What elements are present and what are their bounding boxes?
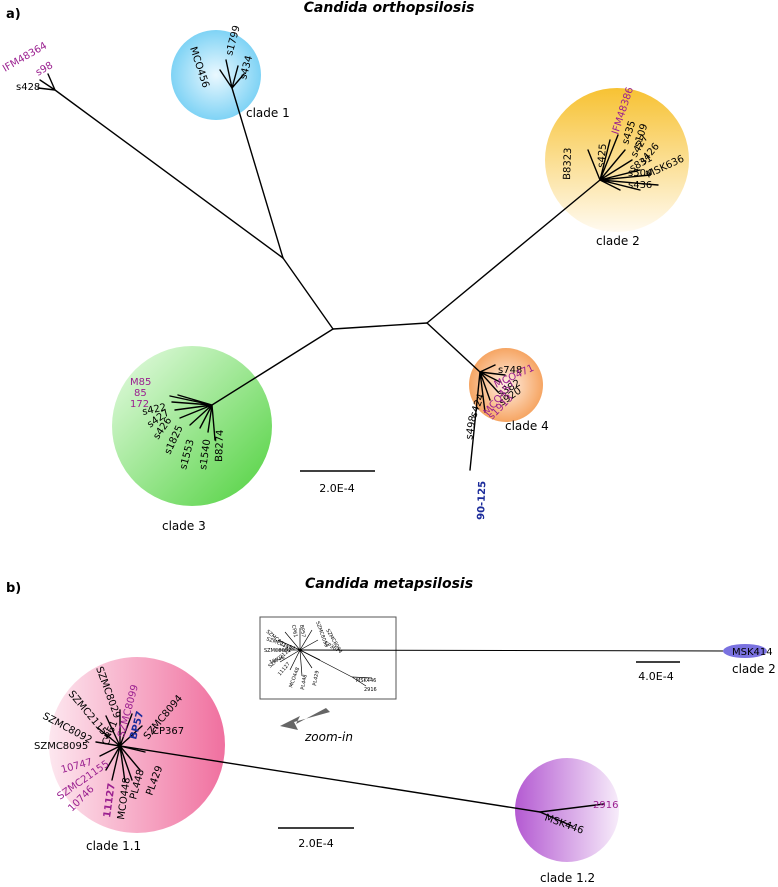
taxon-s428: s428 [16,82,40,93]
taxon-85: 85 [134,388,147,399]
taxon-s425: s425 [596,143,609,168]
taxon-90-125: 90-125 [476,481,488,520]
clade-1-1-circle [49,657,225,833]
taxon-m85: M85 [130,377,151,388]
clade-2b-label: clade 2 [732,662,776,676]
inset-taxon-12: PL448 [300,674,309,690]
taxon-msk414: MSK414 [732,647,773,658]
clade-1-2-label: clade 1.2 [540,871,595,885]
inset-taxon-15: MSK446 [356,678,376,684]
clade-1-circle [171,30,261,120]
panel-a-letter: a) [6,7,21,22]
zoom-inset-box [259,616,397,700]
taxon-172: 172 [130,399,149,410]
scale-bar-b1-label: 4.0E-4 [638,670,673,683]
taxon-b8323: B8323 [562,147,574,180]
clade-1-label: clade 1 [246,106,290,120]
taxon-11127: 11127 [102,782,118,818]
inset-taxon-5: BP57 [298,624,306,638]
inset-tree: SZMC8029 SZMC21154 SZMC8092 CP61 BP57 SZ… [264,621,728,693]
taxon-s436: s436 [628,180,652,191]
taxon-s422: s422 [141,402,167,418]
inset-taxon-3: SZMC8092 [264,648,291,654]
tree-a-branches [37,59,659,471]
zoom-label: zoom-in [304,730,353,744]
msk414-blob [723,644,767,658]
tree-b-branches [95,709,605,827]
taxon-s748: s748 [498,365,522,376]
inset-taxon-9: 10746 [269,655,286,666]
taxon-s1540: s1540 [198,439,213,471]
clade-1-1-label: clade 1.1 [86,839,141,853]
taxon-s498: s498 [464,415,479,441]
zoom-arrow-icon [280,708,330,730]
panel-a-title: Candida orthopsilosis [304,0,475,16]
scale-bar-b2-label: 2.0E-4 [298,837,333,850]
panel-b-title: Candida metapsilosis [305,576,473,592]
clade-2-label: clade 2 [596,234,640,248]
clade-1-2-circle [515,758,619,862]
taxon-cp367: CP367 [152,726,184,737]
clade-3-circle [112,346,272,506]
taxon-b8274: B8274 [214,429,226,462]
inset-taxon-4: CP61 [290,624,298,638]
scale-bar-a-label: 2.0E-4 [319,482,354,495]
taxon-s98: s98 [34,60,55,78]
taxon-2916: 2916 [593,800,618,811]
panel-b-letter: b) [6,581,21,596]
taxon-s504: s504 [628,168,652,179]
clade-4-label: clade 4 [505,419,549,433]
taxon-szmc8095: SZMC8095 [34,741,88,752]
inset-taxon-16: 2916 [364,687,377,693]
clade-4-circle [469,348,543,422]
clade-3-label: clade 3 [162,519,206,533]
inset-taxon-14: PL429 [312,670,321,686]
